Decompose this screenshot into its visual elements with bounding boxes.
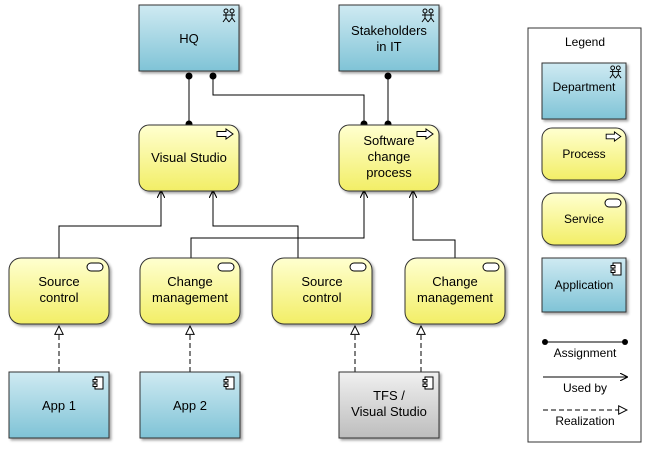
service-icon	[482, 262, 500, 272]
connectors	[58, 72, 456, 372]
legend-department-label: Department	[553, 80, 616, 94]
node-stakeholders-in-it[interactable]: Stakeholders in IT	[338, 4, 440, 72]
node-source-control-2[interactable]: Source control	[271, 257, 373, 325]
node-app-2[interactable]: App 2	[139, 371, 241, 439]
service-icon	[349, 262, 367, 272]
legend-assignment: Assignment	[542, 339, 628, 360]
legend-process: Process	[541, 127, 627, 181]
legend-realization: Realization	[543, 410, 627, 428]
node-software-change-process[interactable]: Software change process	[338, 124, 440, 192]
node-app-2-label: App 2	[173, 398, 207, 413]
node-app-1-label: App 1	[42, 398, 76, 413]
node-software-change-label-3: process	[366, 165, 412, 180]
node-software-change-label-2: change	[368, 149, 411, 164]
usedby-source-control-1-to-visual-studio	[58, 191, 161, 258]
legend-used-by: Used by	[543, 377, 627, 395]
node-hq[interactable]: HQ	[138, 4, 240, 72]
node-visual-studio-label: Visual Studio	[151, 150, 227, 165]
node-source-control-1[interactable]: Source control	[8, 257, 110, 325]
legend-service-label: Service	[564, 212, 604, 226]
assignment-hq-visual-studio	[185, 72, 193, 128]
assignment-hq-software-change	[209, 72, 368, 128]
service-icon	[86, 262, 104, 272]
node-stakeholders-label-1: Stakeholders	[351, 23, 427, 38]
legend-assignment-label: Assignment	[554, 346, 617, 360]
node-source-control-2-label-1: Source	[301, 274, 342, 289]
component-icon	[610, 262, 622, 276]
component-icon	[422, 376, 434, 390]
legend-application: Application	[541, 257, 627, 313]
legend-department: Department	[541, 62, 627, 120]
node-app-1[interactable]: App 1	[8, 371, 110, 439]
component-icon	[92, 376, 104, 390]
legend-title: Legend	[565, 35, 605, 49]
usedby-change-mgmt-2-to-software-change	[413, 191, 456, 258]
node-tfs-visual-studio[interactable]: TFS / Visual Studio	[338, 371, 440, 439]
service-icon	[217, 262, 235, 272]
node-tfs-label-2: Visual Studio	[351, 404, 427, 419]
node-change-management-2-label-1: Change	[432, 274, 478, 289]
usedby-change-mgmt-1-to-software-change	[190, 191, 364, 258]
usedby-source-control-2-to-visual-studio	[213, 191, 299, 258]
node-source-control-1-label-2: control	[39, 290, 78, 305]
legend-realization-label: Realization	[555, 414, 614, 428]
legend-used-by-label: Used by	[563, 381, 607, 395]
node-change-management-1-label-1: Change	[167, 274, 213, 289]
node-software-change-label-1: Software	[363, 133, 414, 148]
node-stakeholders-label-2: in IT	[376, 39, 401, 54]
assignment-stakeholders-software-change	[384, 72, 392, 128]
legend: Legend Department Process Service Applic…	[527, 27, 642, 443]
node-tfs-label-1: TFS /	[373, 388, 405, 403]
node-change-management-2-label-2: management	[417, 290, 493, 305]
node-source-control-2-label-2: control	[302, 290, 341, 305]
node-source-control-1-label-1: Source	[38, 274, 79, 289]
node-hq-label: HQ	[179, 31, 199, 46]
legend-application-label: Application	[555, 278, 614, 292]
node-change-management-1-label-2: management	[152, 290, 228, 305]
legend-process-label: Process	[562, 147, 605, 161]
service-icon	[604, 198, 622, 208]
legend-service: Service	[541, 192, 627, 246]
component-icon	[223, 376, 235, 390]
node-change-management-1[interactable]: Change management	[139, 257, 241, 325]
node-change-management-2[interactable]: Change management	[404, 257, 506, 325]
node-visual-studio-process[interactable]: Visual Studio	[138, 124, 240, 192]
